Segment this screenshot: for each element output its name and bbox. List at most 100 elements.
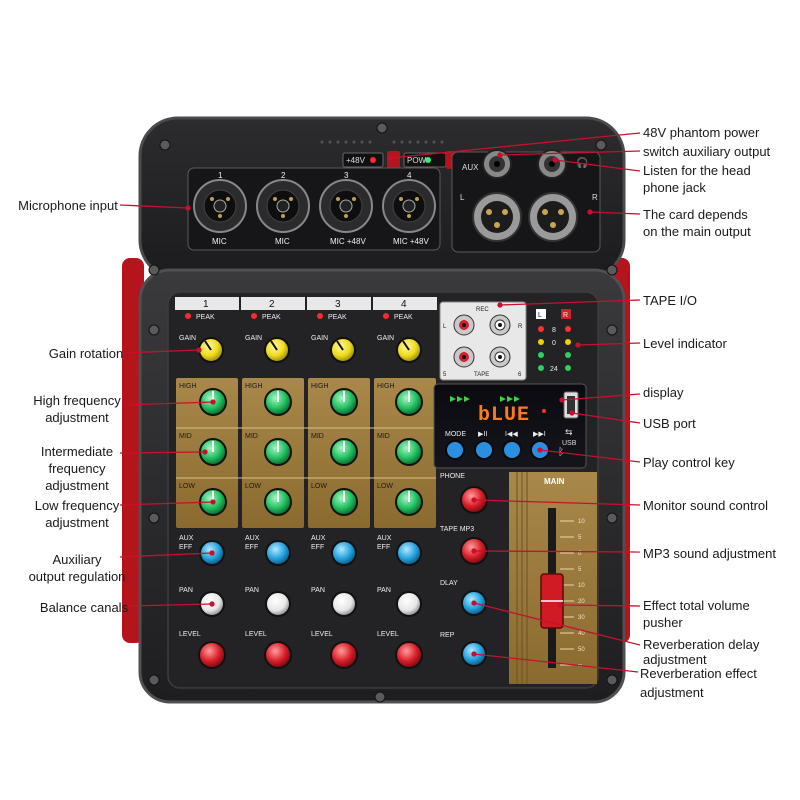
mic-number-1: 1 — [218, 171, 223, 180]
level-knob-3[interactable] — [330, 641, 358, 669]
mic-label-4: MIC +48V — [393, 237, 429, 246]
level-label-2: LEVEL — [245, 631, 267, 638]
aux-label-1: AUX — [179, 535, 194, 542]
main-out-right-xlr[interactable] — [528, 192, 578, 242]
high-label-4: HIGH — [377, 383, 395, 390]
mid-label-1: MID — [179, 433, 192, 440]
high-label-3: HIGH — [311, 383, 329, 390]
next-key-label: ▶▶I — [533, 431, 546, 438]
callout-low-frequency: Low frequency adjustment — [34, 498, 120, 530]
phantom-led — [370, 157, 376, 163]
channel-number-1: 1 — [203, 299, 209, 310]
low-label-3: LOW — [311, 483, 327, 490]
level-knob-4[interactable] — [395, 641, 423, 669]
tape-play-label: TAPE — [474, 372, 489, 378]
aux-knob-4[interactable] — [396, 540, 422, 566]
callout-effect-volume: Effect total volume pusher — [643, 598, 750, 630]
callout-switch-aux-output: switch auxiliary output — [643, 144, 771, 159]
mode-key-label: MODE — [445, 431, 466, 438]
power-led — [425, 157, 431, 163]
fader-mark-10-up: 10 — [578, 519, 585, 525]
rep-label: REP — [440, 632, 455, 639]
phantom-label: +48V — [346, 156, 366, 165]
mode-button[interactable] — [445, 440, 465, 460]
meter-l-label: L — [538, 312, 542, 319]
callout-phantom-power: 48V phantom power — [643, 125, 760, 140]
callout-lines — [119, 132, 641, 673]
display-readout: bLUE — [478, 404, 530, 427]
mic-number-2: 2 — [281, 171, 286, 180]
aux-output-jack[interactable] — [482, 149, 512, 179]
meter-level-24: 24 — [550, 366, 558, 373]
peak-label-2: PEAK — [262, 314, 281, 321]
callout-level-indicator: Level indicator — [643, 336, 727, 351]
tape-r-label: R — [518, 324, 523, 330]
low-label-2: LOW — [245, 483, 261, 490]
level-knob-1[interactable] — [198, 641, 226, 669]
gain-label-2: GAIN — [245, 335, 262, 342]
fader-mark-50: 50 — [578, 647, 585, 653]
callout-usb-port: USB port — [643, 416, 696, 431]
mic-input-3[interactable] — [319, 179, 373, 233]
meter-level-8: 8 — [552, 327, 556, 334]
callout-microphone-input: Microphone input — [18, 198, 118, 213]
callout-tape-io: TAPE I/O — [643, 293, 697, 308]
gain-label-1: GAIN — [179, 335, 196, 342]
callout-gain-rotation: Gain rotation — [48, 346, 124, 361]
callout-reverb-delay: Reverberation delay adjustment — [643, 637, 760, 667]
callout-main-output: The card depends on the main output — [643, 207, 751, 239]
aux-knob-2[interactable] — [265, 540, 291, 566]
pan-knob-4[interactable] — [396, 591, 422, 617]
fader-mark-5: 5 — [578, 567, 582, 573]
callout-display: display — [643, 385, 684, 400]
fader-mark-30: 30 — [578, 615, 585, 621]
tape-play-jacks[interactable] — [453, 346, 511, 368]
aux-knob-3[interactable] — [331, 540, 357, 566]
fader-mark-10: 10 — [578, 583, 585, 589]
gain-label-3: GAIN — [311, 335, 328, 342]
mic-label-3: MIC +48V — [330, 237, 366, 246]
usb-icon: ⇆ — [565, 427, 573, 437]
channel-headers — [175, 297, 437, 310]
pan-knob-3[interactable] — [331, 591, 357, 617]
meter-level-0: 0 — [552, 340, 556, 347]
display-arrows — [450, 396, 520, 402]
tape-mp3-label: TAPE MP3 — [440, 526, 474, 533]
mid-label-3: MID — [311, 433, 324, 440]
power-label: POW — [407, 156, 427, 165]
tape-5-label: 5 — [443, 372, 447, 378]
mic-number-3: 3 — [344, 171, 349, 180]
level-knob-2[interactable] — [264, 641, 292, 669]
vent-grill — [320, 140, 444, 144]
previous-button[interactable] — [502, 440, 522, 460]
tape-6-label: 6 — [518, 372, 522, 378]
callout-balance-canals: Balance canals — [39, 600, 129, 615]
play-pause-button[interactable] — [474, 440, 494, 460]
pan-label-3: PAN — [311, 587, 325, 594]
fader-mark-0: 0 — [578, 551, 582, 557]
level-meter — [536, 309, 571, 371]
callout-reverb-effect: Reverberation effect adjustment — [640, 666, 757, 700]
mic-input-1[interactable] — [193, 179, 247, 233]
main-out-right-label: R — [592, 193, 598, 202]
meter-r-label: R — [563, 312, 568, 319]
mic-label-2: MIC — [275, 237, 290, 246]
main-label: MAIN — [544, 477, 565, 486]
main-fader-knob[interactable] — [540, 573, 564, 629]
fader-mark-40: 40 — [578, 631, 585, 637]
mic-input-2[interactable] — [256, 179, 310, 233]
peak-label-1: PEAK — [196, 314, 215, 321]
mic-input-4[interactable] — [382, 179, 436, 233]
level-label-4: LEVEL — [377, 631, 399, 638]
tape-rec-jacks[interactable] — [453, 314, 511, 336]
channel-number-2: 2 — [269, 299, 275, 310]
main-out-left-xlr[interactable] — [472, 192, 522, 242]
pan-knob-2[interactable] — [265, 591, 291, 617]
mid-label-4: MID — [377, 433, 390, 440]
pan-label-1: PAN — [179, 587, 193, 594]
callout-auxiliary-output: Auxiliary output regulation — [28, 552, 126, 584]
mic-number-4: 4 — [407, 171, 412, 180]
callout-play-control-key: Play control key — [643, 455, 735, 470]
aux-jack-label: AUX — [462, 163, 479, 172]
